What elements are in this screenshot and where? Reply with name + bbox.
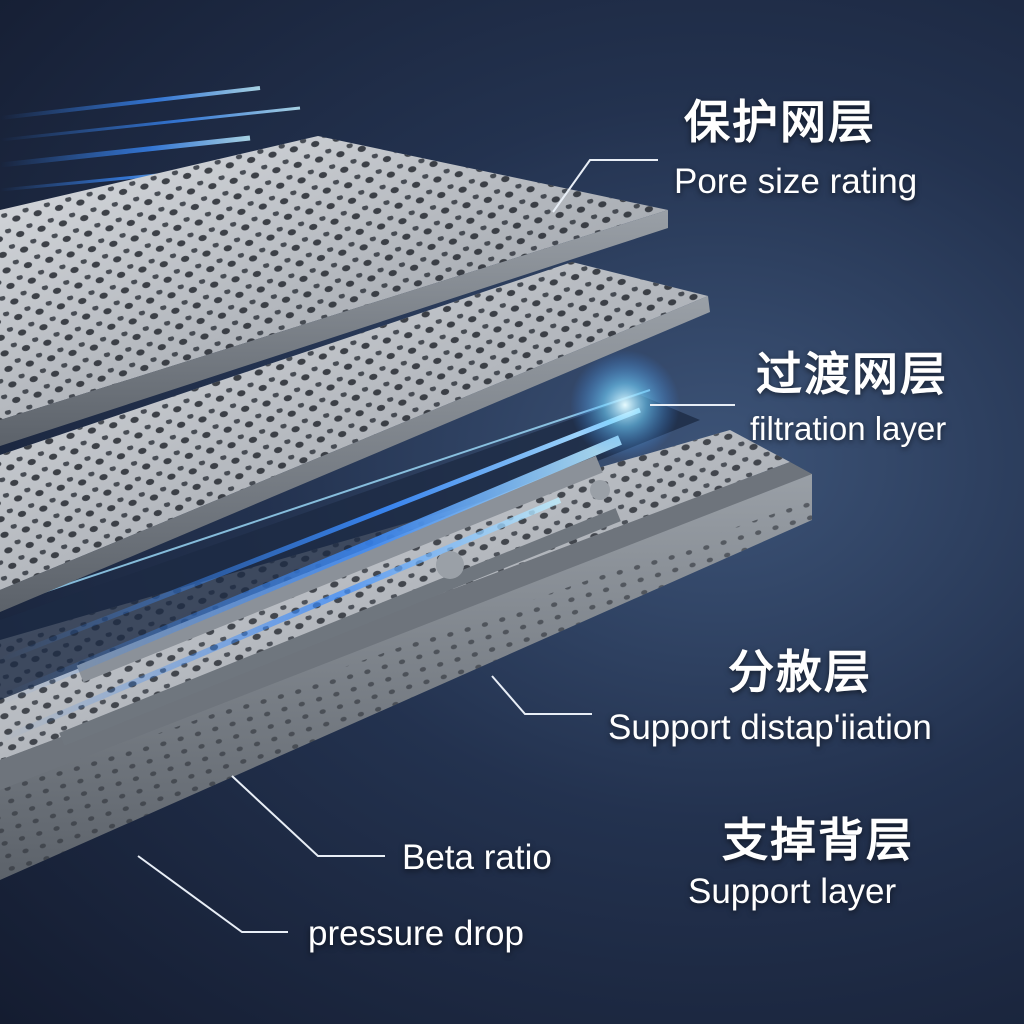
callout-pressure-text: pressure drop: [308, 914, 524, 953]
layer-label-support: 支掉背层 Support layer: [688, 804, 914, 912]
layer-label-distribution: 分赦层 Support distap'iiation: [608, 636, 932, 748]
layer-zh-support: 支掉背层: [722, 813, 914, 867]
callout-beta-text: Beta ratio: [402, 838, 552, 877]
layer-zh-protection: 保护网层: [684, 95, 876, 149]
layer-zh-transition: 过渡网层: [756, 347, 948, 401]
leader-line-support-distap: [491, 675, 592, 715]
leader-lines: [137, 159, 735, 933]
callout-pressure-drop: pressure drop: [308, 914, 524, 954]
leader-line-beta: [231, 775, 385, 857]
layer-en-support-distap: Support distap'iiation: [608, 708, 932, 747]
leader-line-pressure: [137, 855, 288, 933]
layer-label-protection: 保护网层 Pore size rating: [674, 86, 917, 202]
callout-beta-ratio: Beta ratio: [402, 838, 552, 878]
layer-zh-distribution: 分赦层: [728, 645, 872, 699]
protection-layer-plate: [0, 136, 668, 446]
layer-en-pore-size: Pore size rating: [674, 162, 918, 201]
layer-label-transition: 过渡网层 filtration layer: [750, 338, 948, 448]
layer-en-support: Support layer: [688, 872, 897, 911]
core-mechanism: [0, 350, 700, 746]
layer-en-filtration: filtration layer: [750, 410, 947, 447]
leader-line-pore-size: [552, 159, 658, 213]
transition-layer-plate: [0, 262, 710, 612]
